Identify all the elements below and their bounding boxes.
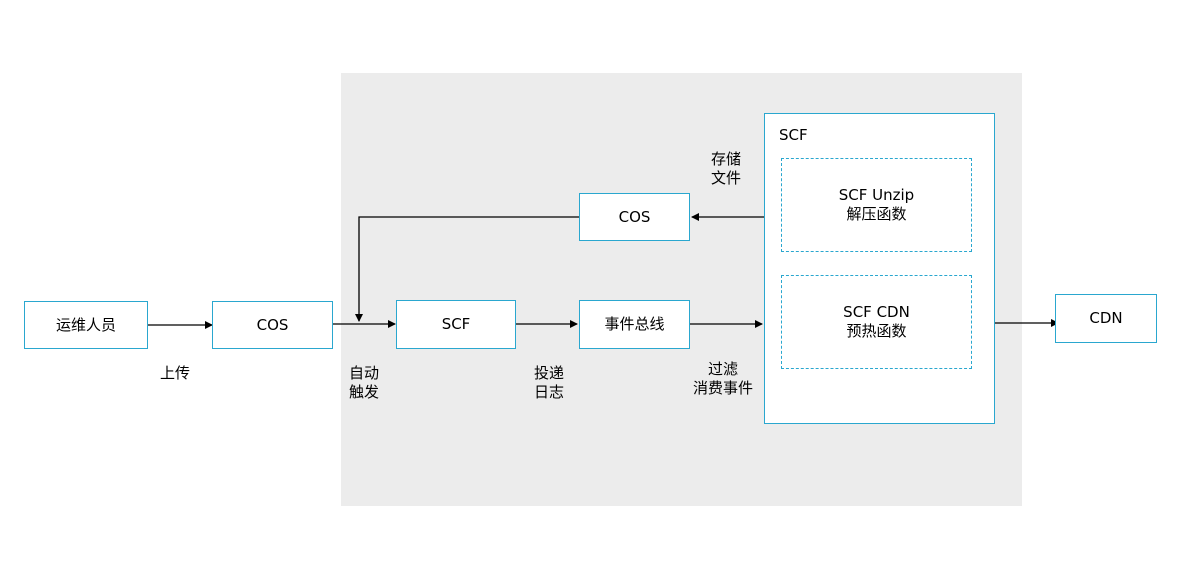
label-store-files: 存储 文件 bbox=[711, 150, 742, 187]
label-upload: 上传 bbox=[160, 364, 191, 382]
node-ops-label: 运维人员 bbox=[55, 315, 116, 334]
node-scf-trigger: SCF bbox=[396, 300, 516, 349]
func-scf-cdn-name: SCF CDN bbox=[843, 303, 910, 321]
func-scf-unzip-desc: 解压函数 bbox=[846, 205, 907, 223]
node-cdn: CDN bbox=[1055, 294, 1157, 343]
node-eventbus-label: 事件总线 bbox=[604, 315, 665, 333]
label-auto-trigger: 自动 触发 bbox=[349, 364, 380, 401]
edge-cos-store-to-trigger bbox=[355, 216, 579, 322]
node-cos-upload-label: COS bbox=[256, 315, 289, 334]
label-deliver-log: 投递 日志 bbox=[534, 364, 565, 401]
func-scf-unzip: SCF Unzip 解压函数 bbox=[781, 158, 972, 252]
scf-group-title: SCF bbox=[779, 126, 808, 144]
func-scf-cdn-warm: SCF CDN 预热函数 bbox=[781, 275, 972, 369]
func-scf-unzip-name: SCF Unzip bbox=[838, 186, 915, 204]
func-scf-cdn-desc: 预热函数 bbox=[846, 322, 907, 340]
node-cos-store: COS bbox=[579, 193, 690, 241]
node-ops: 运维人员 bbox=[24, 301, 148, 349]
node-cos-store-label: COS bbox=[618, 207, 651, 226]
node-eventbus: 事件总线 bbox=[579, 300, 690, 349]
node-scf-trigger-label: SCF bbox=[441, 315, 471, 333]
node-cdn-label: CDN bbox=[1089, 309, 1123, 327]
label-filter-events: 过滤 消费事件 bbox=[692, 360, 753, 397]
node-cos-upload: COS bbox=[212, 301, 333, 349]
